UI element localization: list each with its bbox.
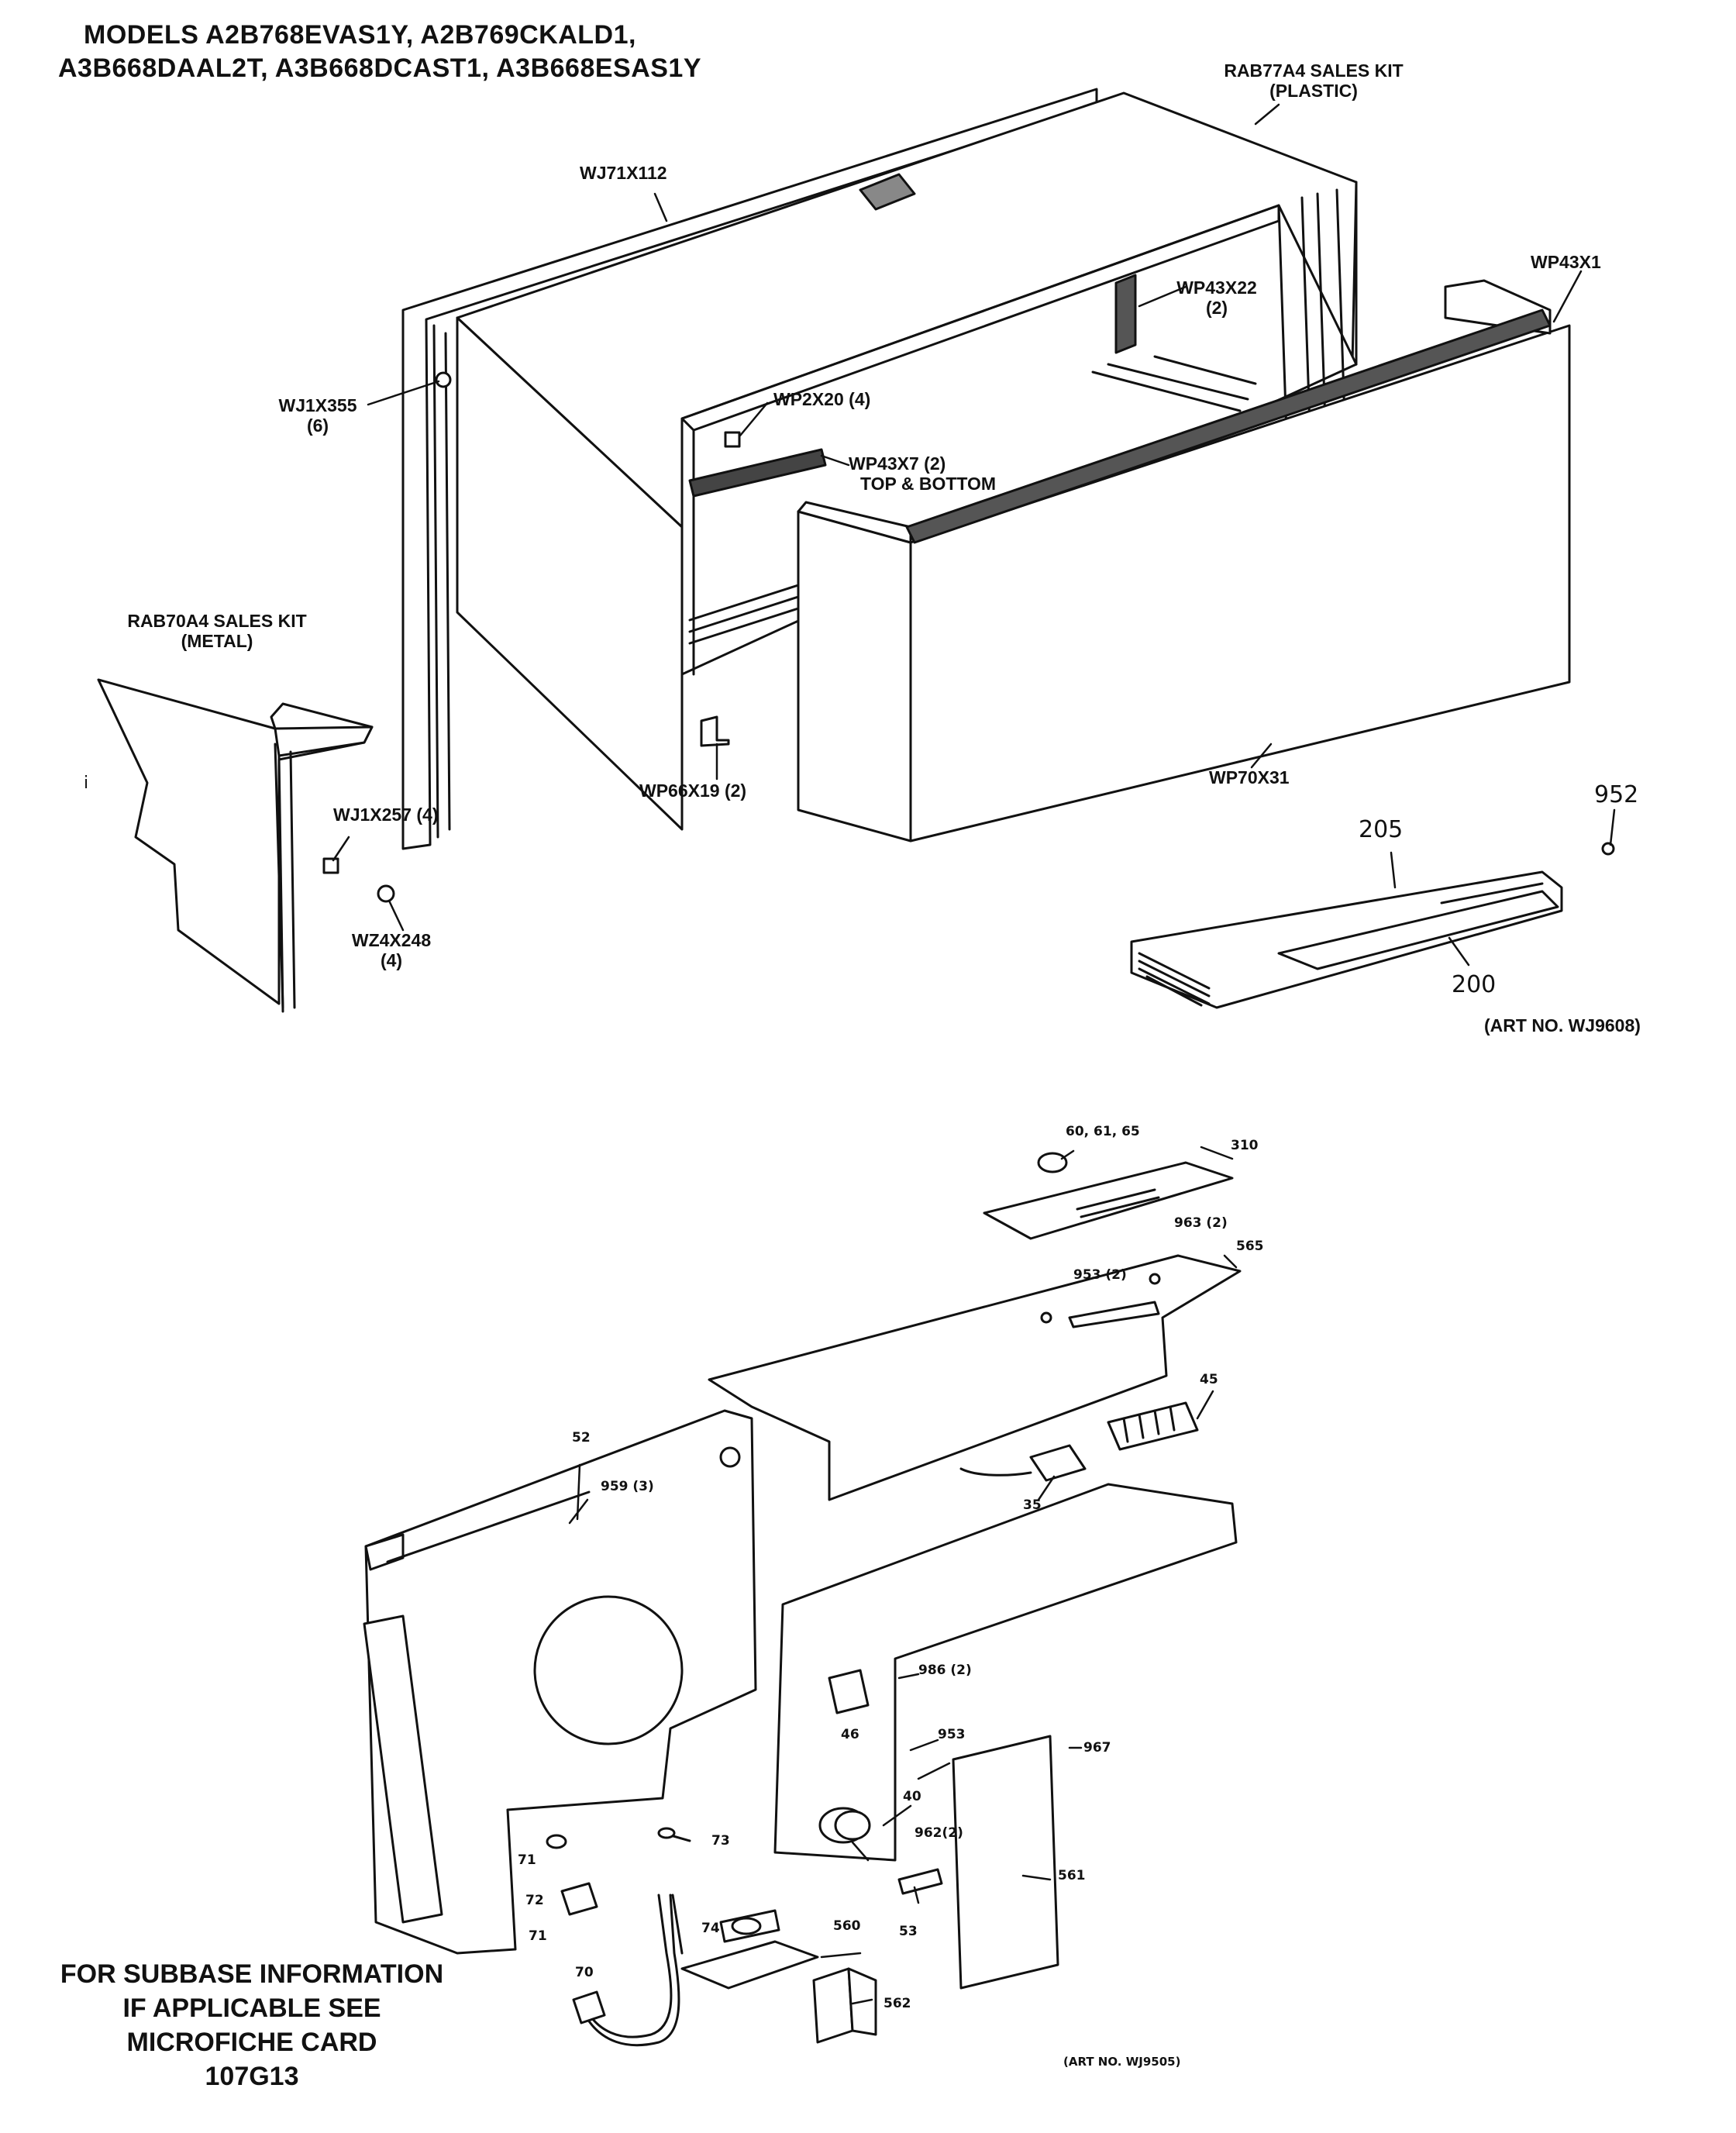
label-560: 560	[833, 1918, 861, 1934]
screw-952-icon	[1601, 842, 1615, 856]
label-959: 959 (3)	[601, 1479, 654, 1494]
art-no-wj9608: (ART NO. WJ9608)	[1484, 1015, 1641, 1035]
label-rab70a4-line2: (METAL)	[181, 631, 253, 651]
front-cover-wp70x31	[797, 279, 1571, 843]
label-565: 565	[1236, 1239, 1264, 1254]
label-wj71x112: WJ71X112	[580, 163, 667, 183]
label-562: 562	[884, 1996, 911, 2011]
subbase-note-line1: FOR SUBBASE INFORMATION	[60, 1959, 444, 1989]
label-310: 310	[1231, 1138, 1259, 1153]
strap-53	[897, 1868, 943, 1895]
stray-mark: i	[84, 774, 89, 793]
label-71-top: 71	[518, 1852, 536, 1868]
label-953: 953	[938, 1727, 966, 1742]
label-52: 52	[572, 1430, 591, 1446]
label-rab70a4: RAB70A4 SALES KIT (METAL)	[105, 611, 329, 651]
wall-sleeve-flange	[401, 88, 1098, 850]
panel-310	[983, 1161, 1234, 1240]
gasket-wp43x7-strip	[688, 448, 827, 498]
gasket-wp43x22	[1114, 274, 1137, 354]
plug-71-72	[546, 1834, 598, 1916]
label-wj1x355-line1: WJ1X355	[278, 395, 357, 415]
label-wp2x20: WP2X20 (4)	[773, 389, 871, 409]
label-73: 73	[711, 1833, 730, 1849]
capacitor-40	[818, 1807, 871, 1844]
subbase-note-line4: 107G13	[205, 2062, 299, 2091]
label-953-2: 953 (2)	[1073, 1267, 1127, 1283]
label-wp43x22-line2: (2)	[1205, 298, 1228, 318]
base-partition	[773, 1483, 1238, 1862]
bracket-562	[812, 1967, 877, 2044]
subbase-note-line2: IF APPLICABLE SEE	[122, 1993, 381, 2023]
label-wz4x248: WZ4X248 (4)	[341, 930, 442, 970]
label-963: 963 (2)	[1174, 1215, 1228, 1231]
screw-wz4x248-icon	[377, 884, 395, 903]
label-561: 561	[1058, 1868, 1086, 1883]
label-60-61-65: 60, 61, 65	[1066, 1124, 1140, 1139]
label-45: 45	[1200, 1372, 1218, 1387]
wire-73	[657, 1827, 691, 1842]
label-wp43x1: WP43X1	[1531, 252, 1601, 272]
label-wp43x22: WP43X22 (2)	[1166, 277, 1267, 318]
label-wj1x355: WJ1X355 (6)	[267, 395, 368, 436]
models-title-line1: MODELS A2B768EVAS1Y, A2B769CKALD1,	[84, 20, 636, 50]
label-205: 205	[1359, 816, 1404, 843]
models-title-line2: A3B668DAAL2T, A3B668DCAST1, A3B668ESAS1Y	[58, 53, 702, 83]
label-72: 72	[525, 1893, 544, 1908]
strain-relief-74	[731, 1917, 762, 1935]
label-rab70a4-line1: RAB70A4 SALES KIT	[127, 611, 307, 631]
terminal-block-45	[1107, 1401, 1199, 1451]
clip-wp66x19-icon	[700, 715, 730, 747]
control-panel-200-205	[1130, 870, 1563, 1009]
gasket-wp43x1	[905, 308, 1552, 544]
label-wj1x257: WJ1X257 (4)	[333, 805, 439, 825]
label-wj1x355-line2: (6)	[306, 415, 329, 436]
screw-wj1x355-icon	[435, 371, 452, 388]
support-rails	[1091, 355, 1257, 412]
clip-wj1x257-icon	[322, 857, 339, 874]
subbase-note-line3: MICROFICHE CARD	[126, 2028, 377, 2057]
partition-52	[364, 1409, 757, 1955]
relay-46	[828, 1669, 870, 1714]
label-74: 74	[701, 1921, 720, 1936]
label-wp43x7-line1: WP43X7 (2)	[849, 453, 946, 474]
label-wp43x7-line2: TOP & BOTTOM	[860, 474, 997, 494]
label-rab77a4: RAB77A4 SALES KIT (PLASTIC)	[1205, 60, 1422, 101]
sales-kit-rab70a4	[97, 678, 374, 1013]
label-70: 70	[575, 1965, 594, 1980]
label-wp66x19: WP66X19 (2)	[639, 780, 747, 801]
label-35: 35	[1023, 1497, 1042, 1513]
label-952: 952	[1594, 781, 1639, 808]
label-40: 40	[903, 1789, 921, 1804]
label-962: 962(2)	[914, 1825, 963, 1841]
label-46: 46	[841, 1727, 859, 1742]
label-wp43x7: WP43X7 (2) TOP & BOTTOM	[849, 453, 996, 494]
label-wz4x248-line2: (4)	[380, 950, 403, 970]
label-967: 967	[1083, 1740, 1111, 1756]
access-cover-561	[952, 1735, 1059, 1990]
control-bracket-565	[708, 1254, 1242, 1501]
label-200: 200	[1452, 971, 1497, 998]
label-wp43x22-line1: WP43X22	[1176, 277, 1257, 298]
side-panel	[363, 1614, 443, 1924]
art-no-wj9505: (ART NO. WJ9505)	[1063, 2055, 1181, 2069]
knob-60-61-65-icon	[1037, 1152, 1068, 1173]
label-71-bottom: 71	[529, 1928, 547, 1944]
label-rab77a4-line2: (PLASTIC)	[1269, 81, 1358, 101]
label-rab77a4-line1: RAB77A4 SALES KIT	[1224, 60, 1404, 81]
subbase-note: FOR SUBBASE INFORMATION IF APPLICABLE SE…	[31, 1957, 473, 2093]
switch-35	[959, 1444, 1087, 1482]
clip-wp2x20-icon	[724, 431, 741, 448]
label-986: 986 (2)	[918, 1663, 972, 1678]
power-cord-70	[572, 1894, 684, 2047]
label-53: 53	[899, 1924, 918, 1939]
handle-bracket	[859, 173, 916, 211]
label-wz4x248-line1: WZ4X248	[351, 930, 432, 950]
label-wp70x31: WP70X31	[1209, 767, 1290, 787]
